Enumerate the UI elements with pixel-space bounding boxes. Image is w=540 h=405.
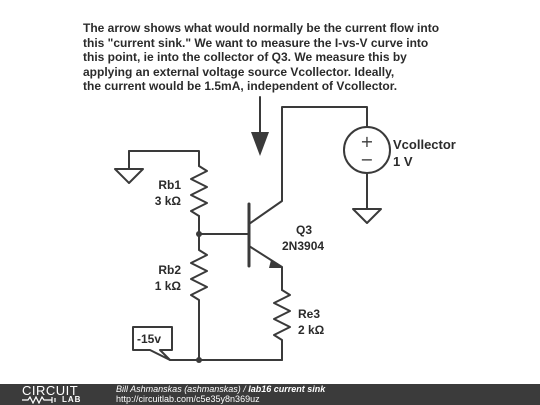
- rb2-name: Rb2: [158, 263, 181, 277]
- resistor-rb2: [190, 233, 208, 361]
- explanation-note: The arrow shows what would normally be t…: [83, 21, 483, 94]
- vcollector-plus: +: [360, 132, 373, 151]
- node-dot-base: [196, 231, 202, 237]
- note-line: the current would be 1.5mA, independent …: [83, 79, 398, 94]
- q3-emitter-arrow: [269, 260, 283, 268]
- note-line: applying an external voltage source Vcol…: [83, 64, 395, 79]
- q3-collector: [248, 106, 368, 225]
- logo-wave-icon: [22, 396, 56, 404]
- re3-name: Re3: [298, 307, 321, 321]
- node-dot-bottom: [196, 357, 202, 363]
- rb2-value: 1 kΩ: [154, 279, 181, 293]
- credit-separator: /: [240, 384, 249, 394]
- vcollector-minus: −: [360, 150, 373, 169]
- vcollector-value: 1 V: [393, 154, 413, 169]
- note-line: this point, ie into the collector of Q3.…: [83, 50, 407, 65]
- current-arrow-head: [251, 132, 269, 156]
- supply-label: -15v: [137, 332, 162, 346]
- circuit-schematic: + −: [114, 96, 391, 363]
- ground-symbol-left: [114, 168, 144, 184]
- rb1-value: 3 kΩ: [154, 194, 181, 208]
- wire-ground-top: [128, 150, 200, 167]
- circuit-title[interactable]: lab16 current sink: [248, 384, 326, 394]
- re3-value: 2 kΩ: [298, 323, 325, 337]
- q3-emitter: [248, 245, 283, 291]
- note-line: this "current sink." We want to measure …: [83, 35, 429, 50]
- footer-bar: CIRCUIT LAB Bill Ashmanskas (ashmanskas)…: [0, 384, 540, 405]
- vcollector-name: Vcollector: [393, 137, 456, 152]
- circuit-url[interactable]: http://circuitlab.com/c5e35y8n369uz: [116, 394, 260, 404]
- author-link[interactable]: Bill Ashmanskas (ashmanskas): [116, 384, 241, 394]
- resistor-rb1: [190, 165, 208, 217]
- ground-symbol-right: [352, 208, 382, 224]
- note-line: The arrow shows what would normally be t…: [83, 21, 440, 35]
- logo-text-top: CIRCUIT: [22, 383, 79, 398]
- rb1-name: Rb1: [158, 178, 181, 192]
- credit-line: Bill Ashmanskas (ashmanskas) / lab16 cur…: [116, 384, 325, 394]
- q3-name: Q3: [296, 223, 313, 237]
- logo-text-bottom: LAB: [62, 395, 82, 404]
- q3-part: 2N3904: [282, 239, 325, 253]
- circuitlab-logo[interactable]: CIRCUIT LAB: [22, 384, 98, 405]
- resistor-re3: [273, 289, 291, 361]
- supply-label-box: [132, 326, 173, 361]
